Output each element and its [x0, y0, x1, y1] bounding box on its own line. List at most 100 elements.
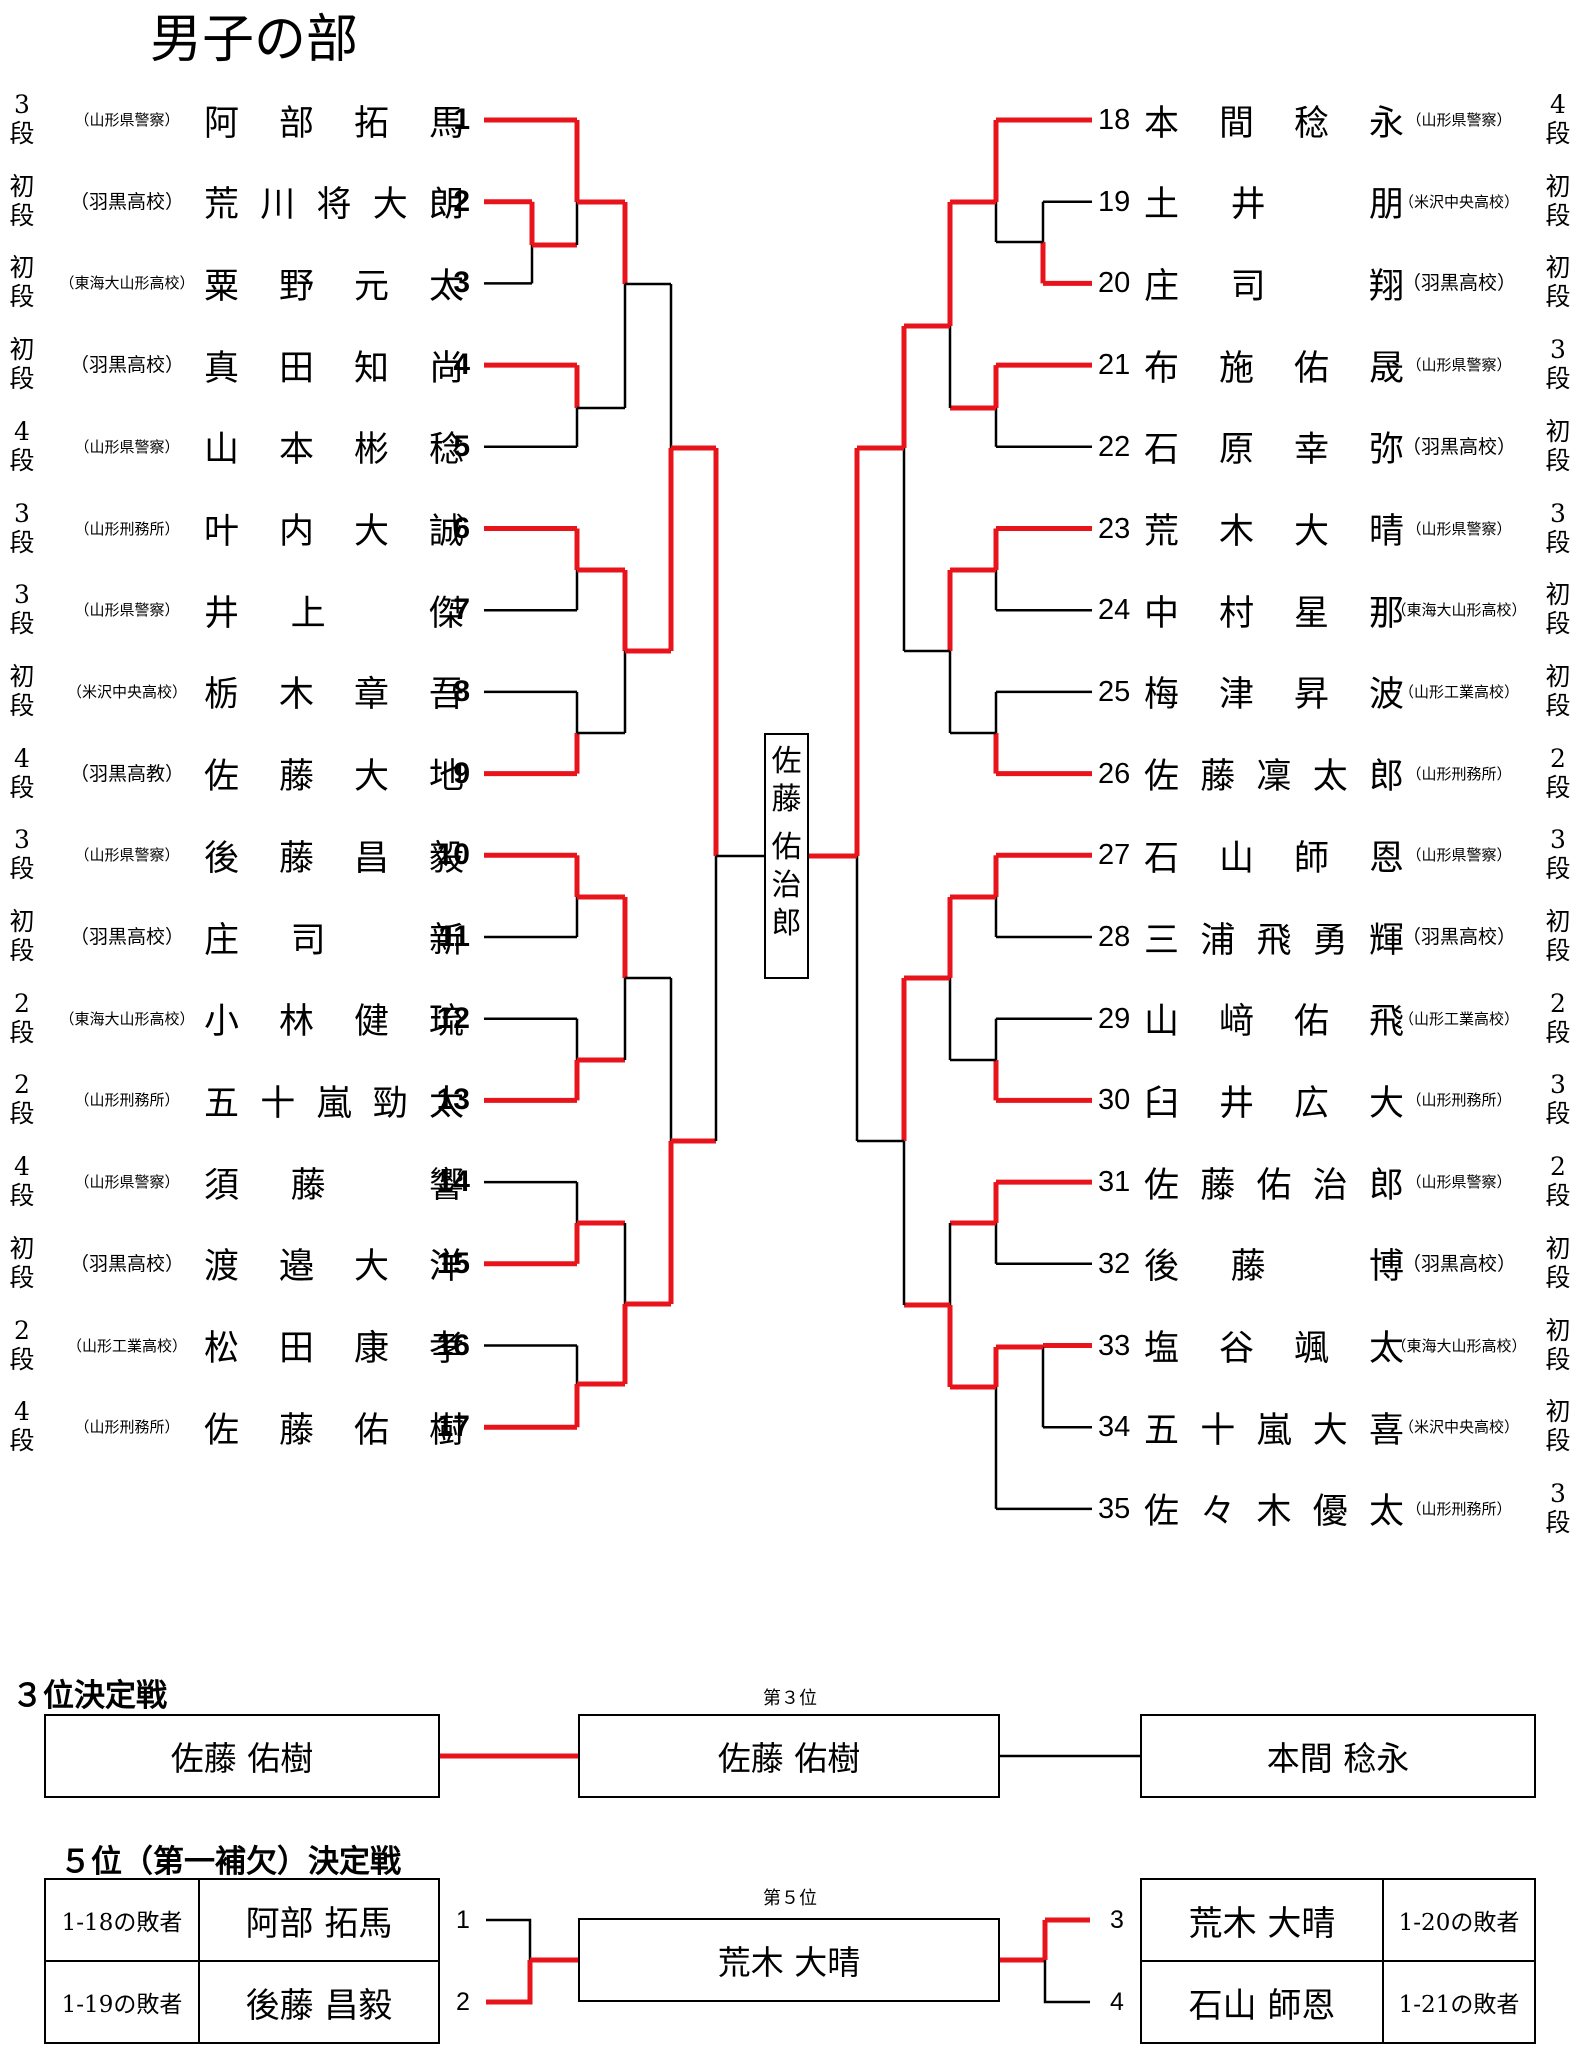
rank-number: 4 [14, 416, 30, 446]
name-char: 傑 [428, 593, 464, 634]
organization-label: （山形県警察） [1406, 1173, 1512, 1192]
rank-number: 3 [1550, 498, 1566, 528]
fifth-seed-number: 1 [456, 1906, 470, 1934]
name-char: 博 [1368, 1247, 1404, 1288]
player-number: 12 [436, 1001, 470, 1035]
player-name: 本間稔永 [1144, 98, 1404, 144]
organization-label: （山形県警察） [1406, 356, 1512, 375]
fifth-left-player: 後藤 昌毅 [198, 1960, 440, 2044]
name-char: 響 [428, 1165, 464, 1206]
organization-label: （羽黒高校） [69, 354, 184, 377]
name-char: 庄 [1144, 266, 1180, 307]
name-char: 朋 [1368, 185, 1404, 226]
name-char: 中 [1144, 593, 1180, 634]
player-number: 26 [1098, 757, 1131, 790]
player-number: 3 [453, 266, 470, 300]
name-char: 吾 [428, 675, 464, 716]
organization-label: （山形県警察） [1406, 519, 1512, 538]
name-char: 翔 [1368, 266, 1404, 307]
name-char: 地 [428, 757, 464, 798]
rank-unit: 段 [1545, 282, 1571, 312]
name-char: 健 [353, 1002, 389, 1043]
name-char: 彬 [353, 430, 389, 471]
player-name: 塩谷颯太 [1144, 1324, 1404, 1369]
player-name: 後藤博 [1144, 1242, 1404, 1287]
name-char: 優 [1312, 1492, 1348, 1533]
name-char: 真 [204, 348, 240, 389]
rank-number: 初 [9, 907, 35, 936]
organization-label: （山形刑務所） [74, 1418, 180, 1437]
name-char: 井 [1230, 185, 1266, 226]
name-char: 山 [1144, 1002, 1180, 1043]
name-char: 梅 [1144, 675, 1180, 716]
name-char: 渡 [204, 1247, 240, 1288]
player-number: 30 [1098, 1084, 1131, 1117]
name-char: 藤 [1200, 757, 1236, 798]
player-name: 土井朋 [1144, 180, 1404, 225]
player-name: 荒木大晴 [1144, 507, 1404, 552]
rank-unit: 段 [1545, 527, 1571, 557]
name-char: 佑 [1293, 1002, 1329, 1043]
name-char: 布 [1144, 348, 1180, 389]
name-char: 藤 [1230, 1247, 1266, 1288]
name-char: 稔 [1293, 103, 1329, 144]
fifth-seed-number: 3 [1110, 1906, 1124, 1934]
name-char: 拓 [353, 103, 389, 144]
rank-unit: 段 [9, 364, 35, 394]
player-number: 32 [1098, 1247, 1131, 1280]
rank-unit: 段 [9, 1262, 35, 1292]
name-char: 太 [1368, 1329, 1404, 1369]
name-char: 後 [204, 838, 240, 879]
rank-unit: 段 [1545, 1507, 1571, 1537]
name-char: 馬 [428, 103, 464, 144]
name-char: 佐 [1144, 1165, 1180, 1206]
organization-label: （山形県警察） [74, 437, 180, 456]
name-char: 大 [1312, 1410, 1348, 1451]
organization-label: （山形県警察） [74, 111, 180, 129]
rank-unit: 段 [1545, 609, 1571, 639]
name-char: 塩 [1144, 1329, 1180, 1369]
name-char: 荒 [1144, 512, 1180, 552]
rank-number: 2 [1550, 1152, 1566, 1182]
name-char: 谷 [1218, 1329, 1254, 1369]
rank-unit: 段 [9, 200, 35, 230]
name-char: 太 [428, 1083, 464, 1124]
player-name: 石原幸弥 [1144, 425, 1404, 470]
name-char: 藤 [290, 1165, 326, 1206]
rank-number: 初 [1545, 253, 1571, 283]
name-char: 佑 [1256, 1165, 1292, 1206]
rank-number: 3 [14, 90, 30, 119]
rank-label: 初段 [1536, 1316, 1580, 1374]
name-char: 颯 [1293, 1329, 1329, 1369]
name-char: 藤 [278, 838, 314, 879]
player-name: 小林健琉 [204, 997, 464, 1042]
champion-char: 佑 [771, 830, 802, 865]
bracket-line [1043, 1960, 1090, 2004]
name-char: 佐 [204, 1410, 240, 1451]
player-name: 佐藤大地 [204, 752, 464, 797]
name-char: 叶 [204, 512, 240, 552]
name-char: 部 [278, 103, 314, 144]
rank-number: 2 [14, 988, 30, 1018]
fifth-place-winner-box: 荒木 大晴 [578, 1918, 1000, 2002]
name-char: 広 [1293, 1083, 1329, 1124]
name-char: 佑 [353, 1410, 389, 1451]
organization-label: （米沢中央高校） [1398, 192, 1519, 211]
name-char: 勇 [1312, 920, 1348, 961]
name-char: 木 [1256, 1492, 1292, 1533]
rank-number: 初 [1545, 171, 1571, 201]
name-char: 将 [316, 185, 352, 226]
player-number: 31 [1098, 1166, 1131, 1199]
rank-unit: 段 [1545, 1181, 1571, 1211]
name-char: 施 [1218, 348, 1254, 389]
organization-label: （羽黒高校） [1401, 435, 1516, 458]
rank-unit: 段 [1545, 1099, 1571, 1129]
rank-unit: 段 [9, 1426, 35, 1456]
name-char: 勁 [372, 1083, 408, 1124]
name-char: 三 [1144, 920, 1180, 961]
